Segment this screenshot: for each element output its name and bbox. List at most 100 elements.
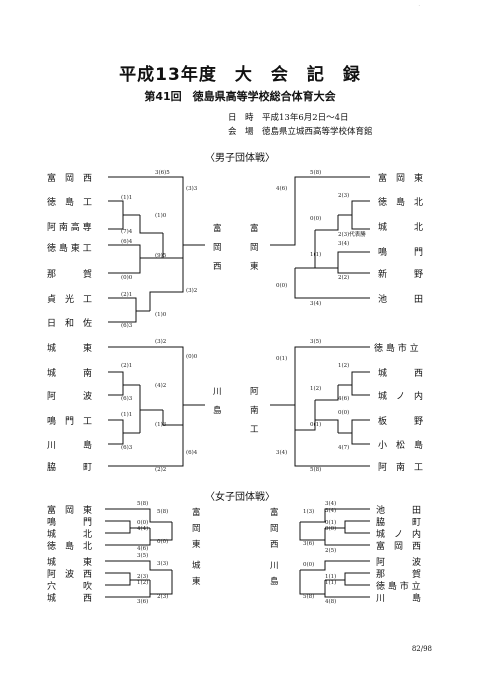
event-venue: 会 場 徳島県立城西高等学校体育館 [228, 127, 373, 137]
girls-section-header: 〈女子団体戦〉 [205, 492, 275, 503]
team-name: 池 田 [378, 295, 424, 305]
match-score: 3(4) [325, 508, 337, 514]
boys-section-header: 〈男子団体戦〉 [205, 153, 275, 164]
match-score: 0(0) [303, 562, 315, 568]
match-score: (0)0 [186, 354, 198, 360]
match-score: 2(3) [157, 594, 169, 600]
match-score: (6)4 [186, 450, 198, 456]
event-date: 日 時 平成13年6月2日～4日 [228, 113, 349, 123]
team-name: 城 西 [47, 594, 93, 604]
team-name: 鳴 門 [47, 518, 93, 528]
match-score: 0(0) [325, 526, 337, 532]
match-score: 1(2) [338, 363, 350, 369]
match-score: 5(8) [310, 170, 322, 176]
match-score: 3(4) [325, 501, 337, 507]
team-name: 徳 島 市 立 [376, 582, 421, 592]
team-name: 阿 南 工 [378, 463, 424, 473]
team-name: 穴 吹 [47, 582, 93, 592]
match-score: 1(2) [137, 580, 149, 586]
team-name: 川 島 [47, 441, 93, 451]
team-name: 富 岡 西 [376, 542, 422, 552]
team-name: 富 岡 東 [47, 506, 93, 516]
match-score: 3(4) [338, 241, 350, 247]
match-score: 3(6)5 [155, 170, 170, 176]
match-score: (1)1 [121, 412, 133, 418]
match-score: (1)1 [121, 195, 133, 201]
match-score: (2)1 [121, 292, 133, 298]
team-name: 城 北 [378, 223, 424, 233]
team-name: 城 東 [47, 558, 93, 568]
match-score: 4(7) [338, 445, 350, 451]
match-score: 5(8) [303, 594, 315, 600]
team-name: 徳 島 市 立 [374, 344, 419, 354]
match-score: (9)5 [155, 253, 167, 259]
team-name: 城 ノ 内 [378, 392, 424, 402]
team-name: 城 ノ 内 [376, 530, 422, 540]
girls-finalist-left-top: 富岡東 [192, 508, 201, 550]
team-name: 新 野 [378, 270, 424, 280]
match-score: 3(5) [137, 553, 149, 559]
corner-mark: . [418, 2, 420, 8]
boys-finalist-bottom-left: 川島 [213, 387, 222, 416]
team-name: 那 賀 [47, 270, 93, 280]
match-score: (4)2 [155, 383, 167, 389]
match-score: 3(3) [157, 561, 169, 567]
boys-finalist-top-left: 富岡西 [213, 224, 222, 272]
team-name: 徳 島 北 [47, 542, 93, 552]
team-name: 城 西 [378, 369, 424, 379]
match-score: 3(6) [303, 541, 315, 547]
team-name: 池 田 [376, 506, 422, 516]
team-name: 日 和 佐 [47, 319, 93, 329]
match-score: 3(4) [276, 450, 288, 456]
match-score: (3)3 [186, 186, 198, 192]
team-name: 脇 町 [376, 518, 422, 528]
match-score: (1)3 [155, 422, 167, 428]
match-score: 5(8) [157, 509, 169, 515]
match-score: 4(6) [137, 546, 149, 552]
match-score: 0(0) [276, 283, 288, 289]
team-name: 徳 島 東 工 [47, 244, 92, 254]
match-score: 0(1) [310, 422, 322, 428]
match-score: 3(4) [310, 301, 322, 307]
team-name: 阿 南 高 専 [47, 223, 92, 233]
team-name: 富 岡 西 [47, 174, 93, 184]
match-score: (7)4 [121, 229, 133, 235]
team-name: 城 東 [47, 344, 93, 354]
team-name: 阿 波 [376, 558, 422, 568]
match-score: 0(1) [325, 520, 337, 526]
match-score: 1(1) [310, 252, 322, 258]
match-score: 3(6) [137, 599, 149, 605]
team-name: 貞 光 工 [47, 295, 93, 305]
team-name: 徳 島 北 [378, 198, 424, 208]
team-name: 徳 島 工 [47, 198, 93, 208]
match-score: 0(0) [157, 539, 169, 545]
match-score: 1(1) [325, 574, 337, 580]
match-score: 4(6) [338, 396, 350, 402]
team-name: 鳴 門 工 [47, 417, 93, 427]
team-name: 城 北 [47, 530, 93, 540]
match-score: 4(6) [276, 186, 288, 192]
match-score: 0(0) [137, 520, 149, 526]
team-name: 板 野 [378, 417, 424, 427]
match-score: 4(8) [325, 599, 337, 605]
page-title: 平成13年度 大 会 記 録 [119, 65, 361, 85]
team-name: 那 賀 [376, 570, 422, 580]
girls-finalist-left-bottom: 城東 [192, 561, 201, 587]
team-name: 富 岡 東 [378, 174, 424, 184]
match-score: (1)0 [155, 213, 167, 219]
team-name: 小 松 島 [378, 441, 424, 451]
match-score: 5(8) [137, 501, 149, 507]
girls-finalist-right-top: 富岡西 [270, 508, 279, 550]
match-score: (2)1 [121, 363, 133, 369]
team-name: 鳴 門 [378, 248, 424, 258]
match-score: (0)0 [121, 275, 133, 281]
team-name: 阿 波 西 [47, 570, 93, 580]
match-score: 5(8) [310, 467, 322, 473]
match-score: 4(4) [137, 526, 149, 532]
match-score: 1(2) [310, 386, 322, 392]
girls-finalist-right-bottom: 川島 [270, 561, 279, 587]
team-name: 城 南 [47, 369, 93, 379]
team-name: 川 島 [376, 594, 422, 604]
page-subtitle: 第41回 徳島県高等学校総合体育大会 [144, 90, 336, 103]
match-score: 0(0) [338, 410, 350, 416]
